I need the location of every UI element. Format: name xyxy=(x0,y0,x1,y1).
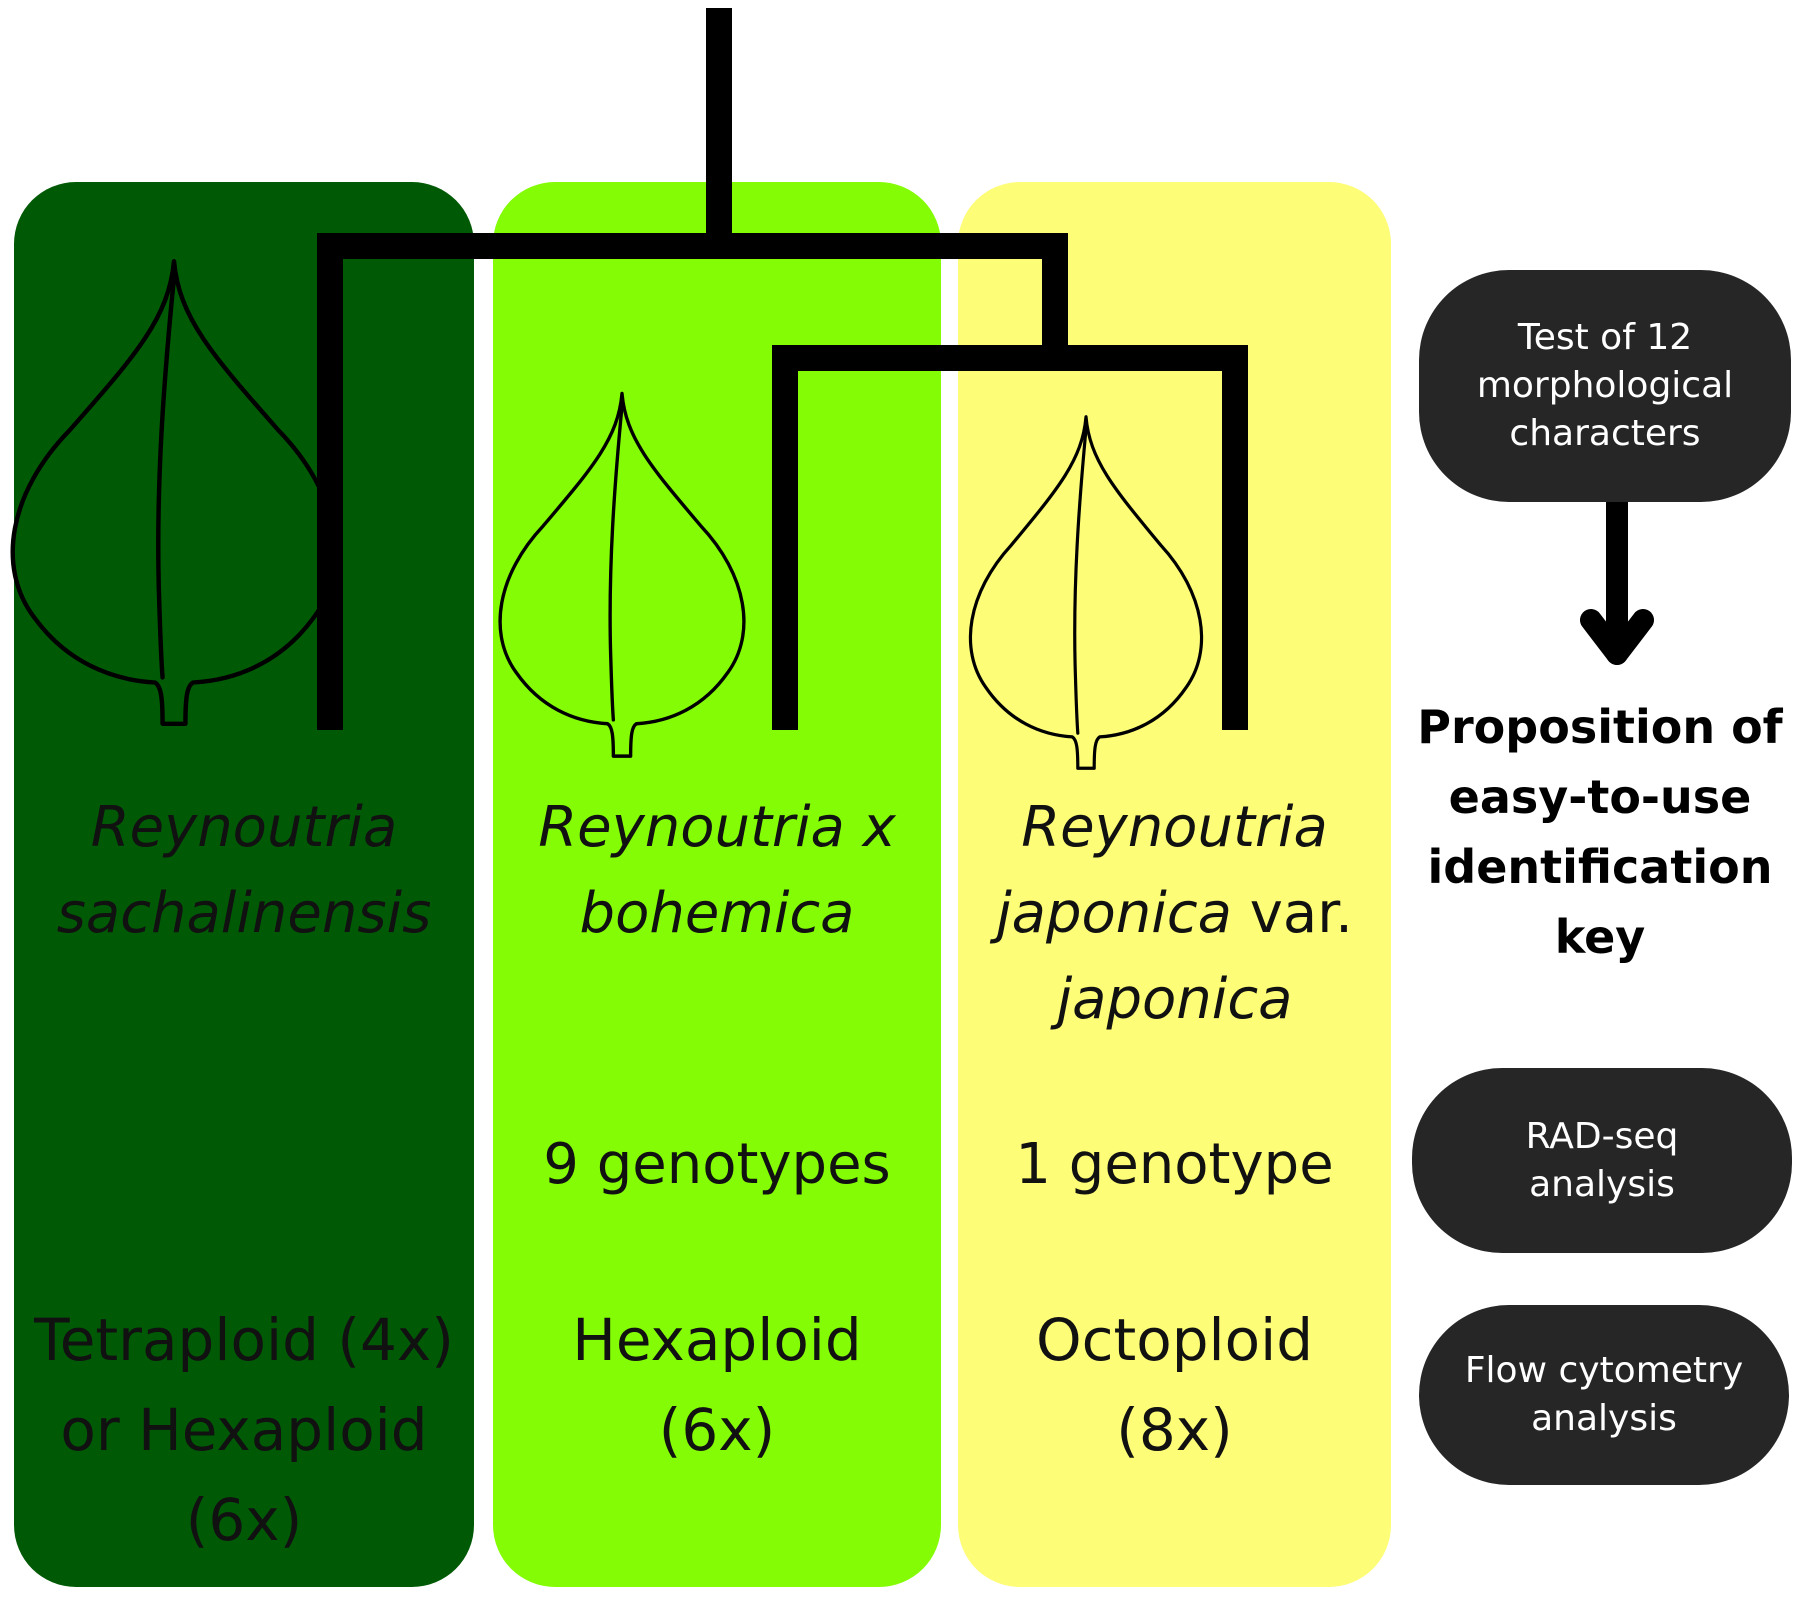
box-line: analysis xyxy=(1531,1398,1677,1439)
species-epithet-line: japonica var. xyxy=(958,871,1391,957)
flow-cytometry-box: Flow cytometry analysis xyxy=(1419,1305,1789,1485)
box-line: Test of 12 xyxy=(1517,317,1693,358)
panel-sachalinensis xyxy=(14,182,474,1587)
leaf-icon xyxy=(968,415,1204,770)
box-line: morphological xyxy=(1476,365,1734,406)
tree-inner-bracket xyxy=(772,345,1248,730)
ploidy-japonica: Octoploid (8x) xyxy=(958,1295,1391,1475)
box-line: RAD-seq xyxy=(1525,1115,1679,1157)
species-epithet: japonica xyxy=(996,881,1232,946)
morphology-test-box: Test of 12 morphological characters xyxy=(1419,270,1791,502)
box-line: analysis xyxy=(1529,1163,1675,1205)
panel-bohemica xyxy=(493,182,941,1587)
key-line: key xyxy=(1554,910,1646,964)
ploidy-sachalinensis: Tetraploid (4x) or Hexaploid (6x) xyxy=(14,1295,474,1565)
genotype-count-bohemica: 9 genotypes xyxy=(543,1132,891,1197)
ploidy-line: or Hexaploid xyxy=(60,1396,428,1464)
panel-japonica xyxy=(958,182,1391,1587)
species-epithet: sachalinensis xyxy=(56,881,432,946)
species-bohemica: Reynoutria x bohemica xyxy=(493,785,941,957)
ploidy-line: Tetraploid (4x) xyxy=(34,1306,454,1374)
ploidy-line: Hexaploid xyxy=(572,1306,862,1374)
leaf-icon xyxy=(498,391,746,758)
radseq-analysis-box: RAD-seq analysis xyxy=(1412,1068,1792,1253)
key-line: Proposition of xyxy=(1417,700,1783,754)
key-line: easy-to-use xyxy=(1448,770,1752,824)
key-line: identification xyxy=(1427,840,1773,894)
ploidy-line: (6x) xyxy=(658,1396,776,1464)
species-epithet: bohemica xyxy=(579,881,855,946)
species-variety: japonica xyxy=(1056,967,1293,1032)
species-sachalinensis: Reynoutria sachalinensis xyxy=(14,785,474,957)
ploidy-bohemica: Hexaploid (6x) xyxy=(493,1295,941,1475)
species-rank: var. xyxy=(1231,881,1353,946)
box-line: Flow cytometry xyxy=(1464,1350,1744,1391)
ploidy-line: (8x) xyxy=(1116,1396,1233,1464)
ploidy-line: (6x) xyxy=(185,1486,303,1554)
ploidy-line: Octoploid xyxy=(1035,1306,1314,1374)
box-line: characters xyxy=(1509,413,1701,454)
species-genus: Reynoutria xyxy=(1021,795,1328,860)
leaf-icon xyxy=(13,261,336,724)
arrow-down-icon xyxy=(1580,481,1654,665)
genotype-count-japonica: 1 genotype xyxy=(1015,1132,1334,1197)
species-genus: Reynoutria x xyxy=(538,795,896,860)
tree-top-bracket xyxy=(317,233,1068,730)
species-japonica: Reynoutria japonica var. japonica xyxy=(958,785,1391,1043)
identification-key-label: Proposition of easy-to-use identificatio… xyxy=(1400,692,1800,972)
tree-lines xyxy=(317,8,1248,730)
species-genus: Reynoutria xyxy=(90,795,398,860)
